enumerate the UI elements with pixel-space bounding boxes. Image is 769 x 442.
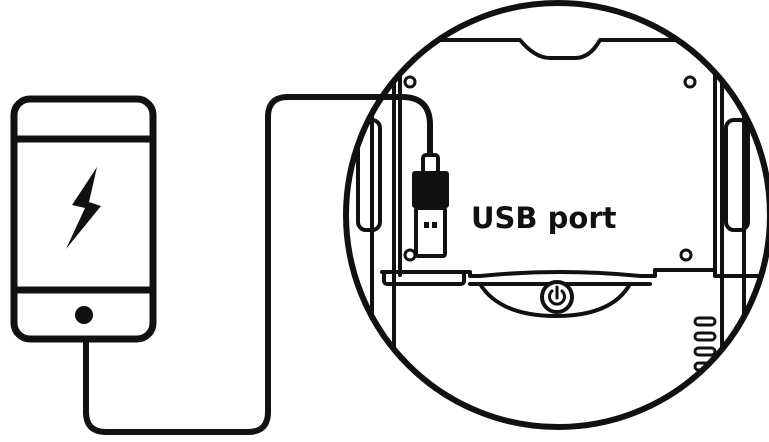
phone-home-button — [75, 306, 93, 324]
power-button — [540, 280, 574, 314]
power-button-housing — [478, 282, 632, 318]
device-body-outline — [398, 38, 717, 277]
power-icon — [548, 289, 566, 306]
usb-port-label: USB port — [471, 201, 617, 235]
magnifier-circle — [343, 0, 769, 430]
smartphone — [10, 95, 157, 343]
usb-plug — [412, 153, 449, 258]
charging-cable — [83, 94, 433, 435]
phone-body — [10, 95, 157, 343]
device-bottom-ledge — [380, 268, 762, 278]
lightning-bolt-icon — [66, 167, 101, 249]
